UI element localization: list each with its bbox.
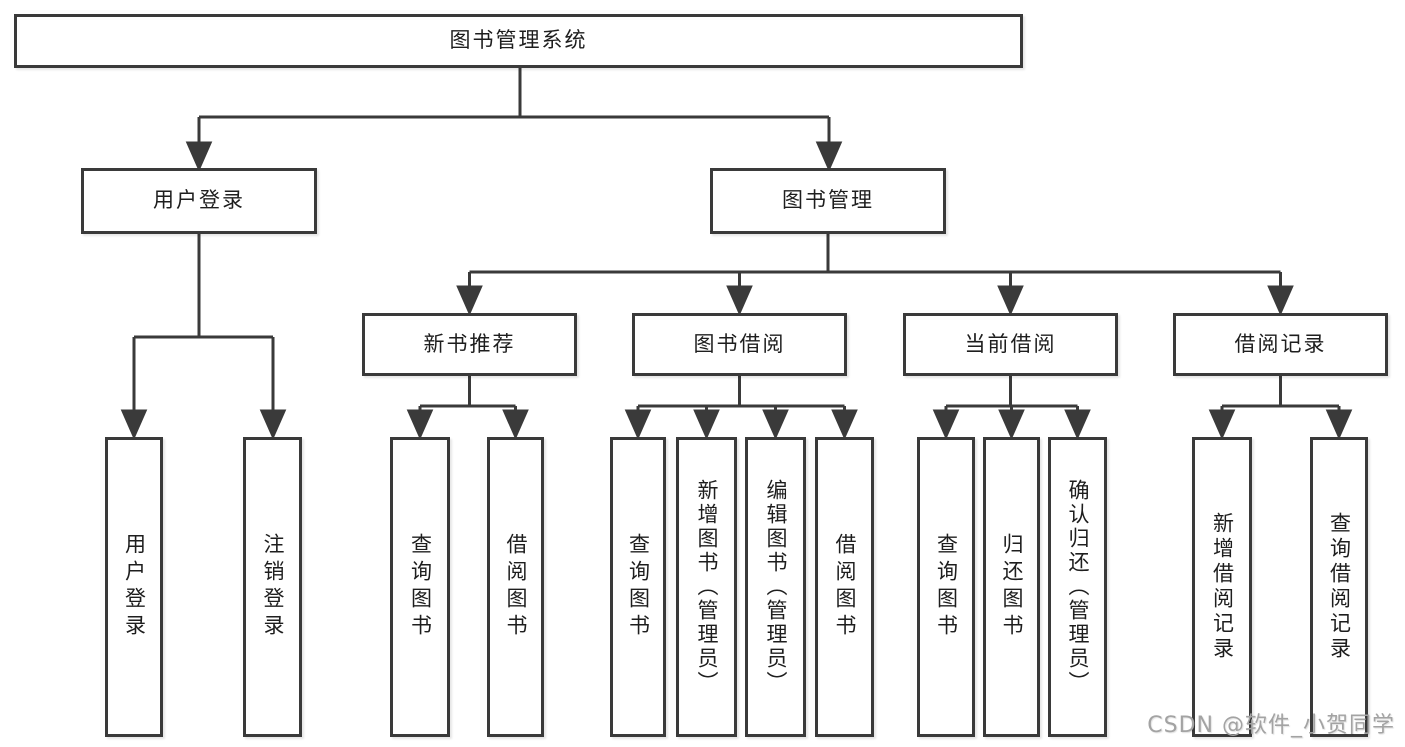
connector-book-borrow-to-leaves: [624, 376, 858, 440]
connector-book-mgmt-to-level3: [456, 234, 1294, 316]
node-leaf-query-books-current: 查询图书: [917, 437, 975, 737]
connector-new-book-rec-to-leaves: [406, 376, 529, 440]
connector-current-borrow-to-leaves: [932, 376, 1091, 440]
node-book-management-module: 图书管理: [710, 168, 946, 234]
node-book-borrowing: 图书借阅: [632, 313, 847, 376]
node-leaf-logout: 注销登录: [243, 437, 302, 737]
node-leaf-query-books-borrow: 查询图书: [610, 437, 666, 737]
node-leaf-user-login: 用户登录: [105, 437, 163, 737]
node-leaf-borrow-books: 借阅图书: [815, 437, 874, 737]
node-new-book-recommendation: 新书推荐: [362, 313, 577, 376]
node-leaf-borrow-books-rec: 借阅图书: [487, 437, 544, 737]
connector-root-to-level2: [185, 68, 843, 172]
node-current-borrowing: 当前借阅: [903, 313, 1118, 376]
node-leaf-add-books-admin: 新增图书（管理员）: [676, 437, 737, 737]
node-borrowing-records: 借阅记录: [1173, 313, 1388, 376]
csdn-watermark: CSDN @软件_小贺同学: [1147, 713, 1395, 738]
connector-user-login-to-leaves: [120, 234, 287, 440]
node-user-login-module: 用户登录: [81, 168, 317, 234]
node-leaf-confirm-return-admin: 确认归还（管理员）: [1048, 437, 1107, 737]
node-leaf-edit-books-admin: 编辑图书（管理员）: [745, 437, 806, 737]
node-leaf-return-books: 归还图书: [983, 437, 1040, 737]
connector-borrow-records-to-leaves: [1208, 376, 1353, 440]
node-leaf-query-books-rec: 查询图书: [390, 437, 450, 737]
node-root-library-system: 图书管理系统: [14, 14, 1023, 68]
node-leaf-query-borrow-record: 查询借阅记录: [1310, 437, 1368, 737]
node-leaf-add-borrow-record: 新增借阅记录: [1192, 437, 1252, 737]
